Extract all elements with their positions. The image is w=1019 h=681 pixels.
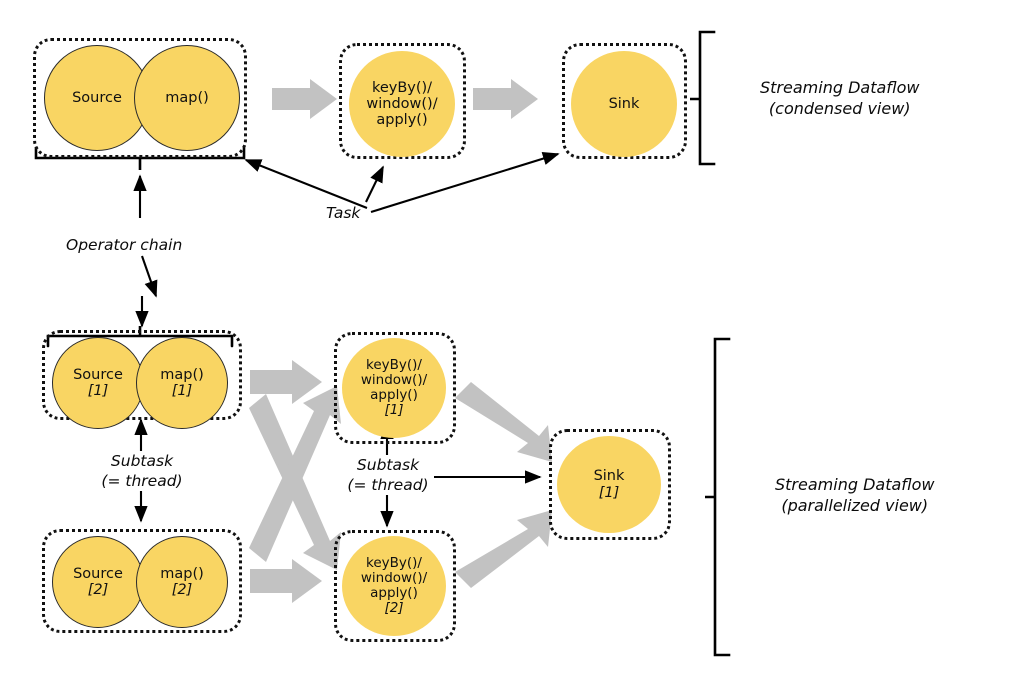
node-index: [1] <box>384 402 404 419</box>
operator-chain-box-condensed[interactable] <box>33 38 247 158</box>
node-keyby-1[interactable]: keyBy()/ window()/ apply() [1] <box>342 338 446 438</box>
subtask-box-keyby-2[interactable] <box>334 530 456 642</box>
operator-chain-arrow-down <box>141 255 158 298</box>
task-box-keyby-condensed[interactable] <box>339 43 466 159</box>
node-label-line3: apply() <box>376 112 428 129</box>
task-box-sink-condensed[interactable] <box>562 43 687 159</box>
caption-condensed-view: Streaming Dataflow (condensed view) <box>760 78 919 120</box>
caption-line2: (condensed view) <box>768 98 911 118</box>
annotation-subtask-left: Subtask (= thread) <box>83 452 201 492</box>
node-index: [2] <box>171 582 193 598</box>
task-arrow-to-operator-chain <box>244 159 368 209</box>
annotation-operator-chain: Operator chain <box>66 236 183 254</box>
node-index: [1] <box>171 383 193 399</box>
node-keyby-condensed[interactable]: keyBy()/ window()/ apply() <box>349 51 455 157</box>
annotation-line1: Subtask <box>110 452 174 470</box>
task-arrow-to-sink <box>370 152 560 214</box>
thick-arrow-source2-to-keyby1 <box>249 386 341 562</box>
annotation-line1: Subtask <box>356 456 420 474</box>
node-label: map() <box>160 366 204 383</box>
node-label-line1: keyBy()/ <box>371 79 433 96</box>
annotation-line2: (= thread) <box>347 475 429 494</box>
caption-line1: Streaming Dataflow <box>760 78 920 97</box>
thick-arrow-keyby-to-sink <box>473 79 538 119</box>
node-source-condensed[interactable]: Source <box>44 45 150 151</box>
node-label: Source <box>73 565 123 582</box>
subtask-box-sink-1[interactable] <box>549 429 671 540</box>
thick-arrow-source2-to-keyby2 <box>250 559 322 603</box>
node-label: Source <box>72 89 122 106</box>
thick-arrow-keyby2-to-sink <box>455 510 552 588</box>
caption-parallelized-view: Streaming Dataflow (parallelized view) <box>775 475 934 517</box>
node-label: Sink <box>608 95 640 112</box>
annotation-subtask-mid: Subtask (= thread) <box>329 456 447 496</box>
node-index: [2] <box>87 582 109 598</box>
node-label-line2: window()/ <box>360 371 428 388</box>
node-map-condensed[interactable]: map() <box>134 45 240 151</box>
caption-line2: (parallelized view) <box>781 495 929 515</box>
node-source-2[interactable]: Source [2] <box>52 536 144 628</box>
thick-arrow-source1-to-keyby1 <box>250 360 322 404</box>
caption-line1: Streaming Dataflow <box>775 475 935 494</box>
node-map-2[interactable]: map() [2] <box>136 536 228 628</box>
node-index: [1] <box>598 484 620 501</box>
annotation-task: Task <box>326 204 361 222</box>
task-arrow-to-keyby <box>365 165 384 203</box>
node-map-1[interactable]: map() [1] <box>136 337 228 429</box>
subtask-box-keyby-1[interactable] <box>334 332 456 444</box>
node-label-line2: window()/ <box>366 95 438 112</box>
node-label: Sink <box>593 468 625 485</box>
node-label-line1: keyBy()/ <box>366 554 422 571</box>
node-label-line1: keyBy()/ <box>366 356 422 373</box>
node-label-line3: apply() <box>370 387 418 403</box>
node-label: map() <box>160 565 204 582</box>
node-label: map() <box>165 89 209 106</box>
thick-arrow-source-to-keyby <box>272 79 337 119</box>
node-keyby-2[interactable]: keyBy()/ window()/ apply() [2] <box>342 536 446 636</box>
operator-chain-brace <box>34 146 246 170</box>
parallelized-view-bracket <box>705 337 731 657</box>
node-label-line2: window()/ <box>360 569 428 586</box>
annotation-line2: (= thread) <box>101 471 183 490</box>
node-label: Source <box>73 366 123 383</box>
node-source-1[interactable]: Source [1] <box>52 337 144 429</box>
condensed-view-bracket <box>690 30 716 166</box>
thick-arrow-keyby1-to-sink <box>455 382 552 462</box>
node-index: [1] <box>87 383 109 399</box>
operator-chain-box-parallel-2[interactable] <box>42 529 242 633</box>
node-label-line3: apply() <box>370 585 418 601</box>
node-sink-condensed[interactable]: Sink <box>571 51 677 157</box>
node-index: [2] <box>384 600 404 617</box>
node-sink-1[interactable]: Sink [1] <box>557 436 661 533</box>
